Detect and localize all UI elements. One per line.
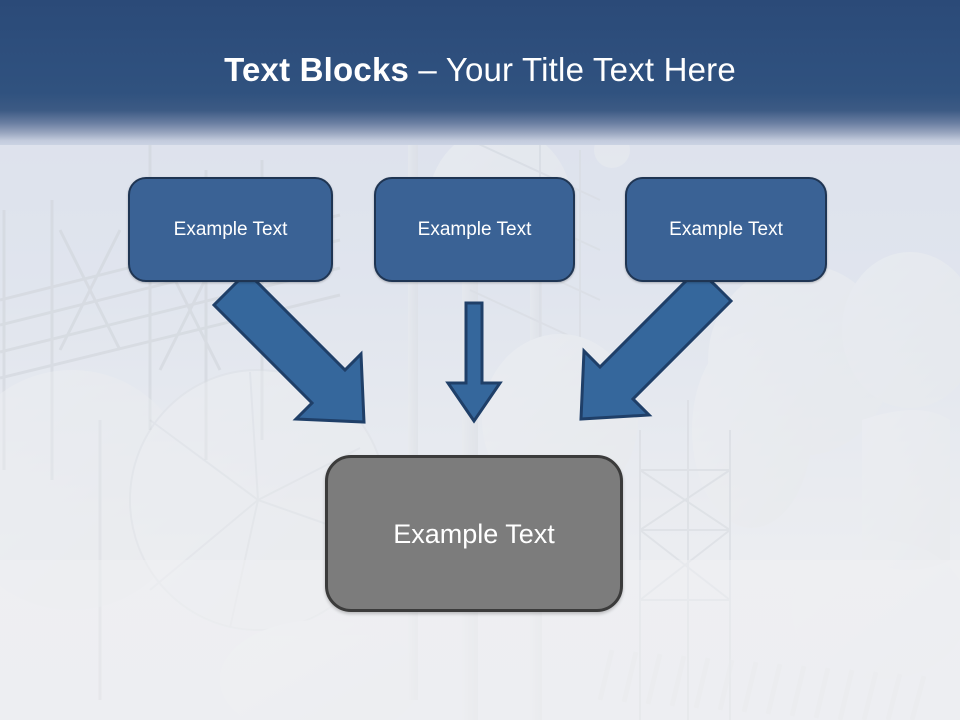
page-title: Text Blocks – Your Title Text Here xyxy=(0,50,960,90)
page-title-separator: – xyxy=(409,51,446,88)
text-block-2[interactable]: Example Text xyxy=(374,177,575,282)
page-title-regular: Your Title Text Here xyxy=(445,51,736,88)
result-block[interactable]: Example Text xyxy=(325,455,623,612)
text-block-2-label: Example Text xyxy=(417,218,532,240)
result-block-label: Example Text xyxy=(393,518,555,549)
text-block-3-label: Example Text xyxy=(669,218,783,240)
page-title-bold: Text Blocks xyxy=(224,51,410,88)
title-band: Text Blocks – Your Title Text Here xyxy=(0,0,960,145)
text-block-1[interactable]: Example Text xyxy=(128,177,333,282)
text-block-3[interactable]: Example Text xyxy=(625,177,827,282)
text-block-1-label: Example Text xyxy=(173,218,288,240)
